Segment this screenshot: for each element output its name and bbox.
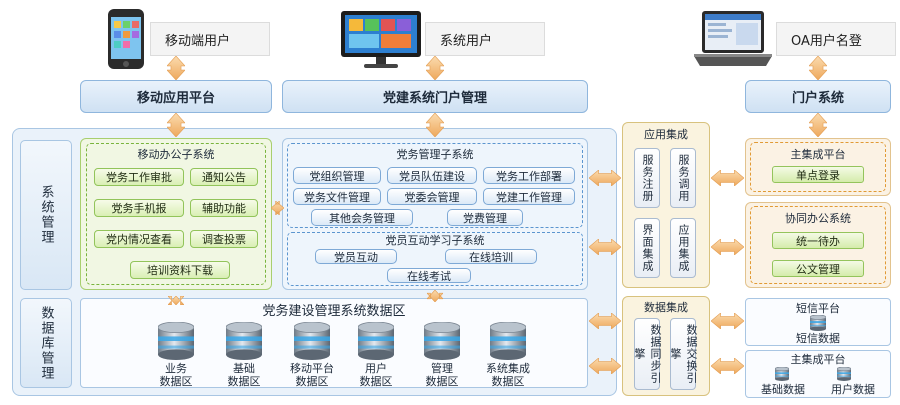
phone-icon xyxy=(107,8,145,70)
system-integration-db-label: 系统集成数据区 xyxy=(486,362,530,388)
arrow-mobile-user xyxy=(166,55,186,84)
arrow-app-collab xyxy=(710,238,745,259)
user-data-db-icon xyxy=(836,366,852,381)
sso-button[interactable]: 单点登录 xyxy=(772,166,864,183)
sms-platform-title: 短信平台 xyxy=(796,302,840,315)
user-data-db-icon xyxy=(357,321,395,364)
arrow-data-main2 xyxy=(710,357,745,378)
business-data-db-label: 业务数据区 xyxy=(159,362,193,388)
main-platform2-title: 主集成平台 xyxy=(790,353,846,366)
mobile-item-approval[interactable]: 党务工作审批 xyxy=(94,168,184,186)
db-mgmt-label: 数据库管理 xyxy=(20,298,72,388)
base-data-label: 基础数据 xyxy=(761,383,805,396)
party-mgmt-title: 党务管理子系统 xyxy=(396,148,474,161)
party-mgmt-inner xyxy=(287,143,583,228)
data-item-exchange[interactable]: 数据交换引擎 xyxy=(669,318,698,390)
arrow-mobile-data xyxy=(167,290,185,309)
mgmt-data-db-label: 管理数据区 xyxy=(425,362,459,388)
party-learning-inner xyxy=(287,232,583,286)
base-data-db-label: 基础数据区 xyxy=(227,362,261,388)
main-platform2-box xyxy=(745,350,891,398)
base-data-db-icon xyxy=(225,321,263,364)
user-data-db-label: 用户数据区 xyxy=(359,362,393,388)
arrow-data-sms xyxy=(710,312,745,333)
party-item-committee[interactable]: 党委会管理 xyxy=(387,188,477,205)
data-item-sync[interactable]: 数据同步引擎 xyxy=(633,318,662,390)
arrow-system-user xyxy=(425,55,445,84)
party-item-meetings[interactable]: 其他会务管理 xyxy=(311,209,413,226)
party-item-deploy[interactable]: 党务工作部署 xyxy=(483,167,575,184)
app-item-ui[interactable]: 界面集成 xyxy=(634,218,660,278)
app-item-call[interactable]: 服务调用 xyxy=(670,148,696,208)
oa-user-label: OA用户名登 xyxy=(776,22,896,56)
arrow-app-main xyxy=(710,169,745,190)
data-integration-title: 数据集成 xyxy=(644,301,688,314)
sms-data-label: 短信数据 xyxy=(796,332,840,345)
learning-item-exam[interactable]: 在线考试 xyxy=(387,268,471,283)
base-data-db-icon xyxy=(774,366,790,381)
arrow-panel-app-top xyxy=(588,169,622,190)
official-docs-button[interactable]: 公文管理 xyxy=(772,260,864,277)
system-integration-db-icon xyxy=(489,321,527,364)
mobile-item-status[interactable]: 党内情况查看 xyxy=(94,230,184,248)
sms-db-icon xyxy=(809,314,827,331)
mobile-platform-db-icon xyxy=(293,321,331,364)
learning-item-training[interactable]: 在线培训 xyxy=(445,249,537,264)
user-data-label: 用户数据 xyxy=(831,383,875,396)
mobile-user-label: 移动端用户 xyxy=(150,22,270,56)
arrow-panel-app-mid xyxy=(588,238,622,259)
collab-office-inner xyxy=(750,206,886,284)
app-item-app[interactable]: 应用集成 xyxy=(670,218,696,278)
mobile-platform-bar: 移动应用平台 xyxy=(80,80,272,113)
data-area-title: 党务建设管理系统数据区 xyxy=(262,303,406,319)
business-data-db-icon xyxy=(157,321,195,364)
laptop-icon xyxy=(692,10,774,68)
party-item-work[interactable]: 党建工作管理 xyxy=(483,188,575,205)
mobile-item-phone-report[interactable]: 党务手机报 xyxy=(94,199,184,217)
mobile-item-survey[interactable]: 调查投票 xyxy=(190,230,258,248)
main-platform-inner xyxy=(750,142,886,192)
learning-item-interact[interactable]: 党员互动 xyxy=(315,249,397,264)
arrow-mobile-platform xyxy=(166,112,186,141)
mobile-item-aux[interactable]: 辅助功能 xyxy=(190,199,258,217)
mobile-platform-db-label: 移动平台数据区 xyxy=(290,362,334,388)
mobile-office-title: 移动办公子系统 xyxy=(137,148,215,161)
mobile-office-inner xyxy=(86,143,266,285)
arrow-panel-data-top xyxy=(588,312,622,333)
party-item-org[interactable]: 党组织管理 xyxy=(293,167,381,184)
portal-mgmt-bar: 党建系统门户管理 xyxy=(282,80,588,113)
party-item-team[interactable]: 党员队伍建设 xyxy=(387,167,477,184)
app-integration-title: 应用集成 xyxy=(644,128,688,141)
arrow-portal-mgmt xyxy=(425,112,445,141)
system-user-label: 系统用户 xyxy=(425,22,545,56)
mgmt-data-db-icon xyxy=(423,321,461,364)
party-item-fees[interactable]: 党费管理 xyxy=(447,209,523,226)
arrow-oa-user xyxy=(808,55,828,84)
main-platform-title: 主集成平台 xyxy=(790,147,846,161)
arrow-mobile-party xyxy=(270,200,285,219)
mobile-item-notice[interactable]: 通知公告 xyxy=(190,168,258,186)
arrow-party-data xyxy=(426,287,444,306)
party-item-docs[interactable]: 党务文件管理 xyxy=(293,188,381,205)
app-item-register[interactable]: 服务注册 xyxy=(634,148,660,208)
collab-office-title: 协同办公系统 xyxy=(785,211,851,225)
portal-system-bar: 门户系统 xyxy=(745,80,891,113)
system-mgmt-label: 系统管理 xyxy=(20,140,72,290)
mobile-item-training-dl[interactable]: 培训资料下载 xyxy=(130,261,230,279)
party-learning-title: 党员互动学习子系统 xyxy=(385,234,485,247)
arrow-panel-data-bot xyxy=(588,357,622,378)
unified-todo-button[interactable]: 统一待办 xyxy=(772,232,864,249)
arrow-portal-system xyxy=(808,112,828,141)
monitor-icon xyxy=(340,10,422,70)
